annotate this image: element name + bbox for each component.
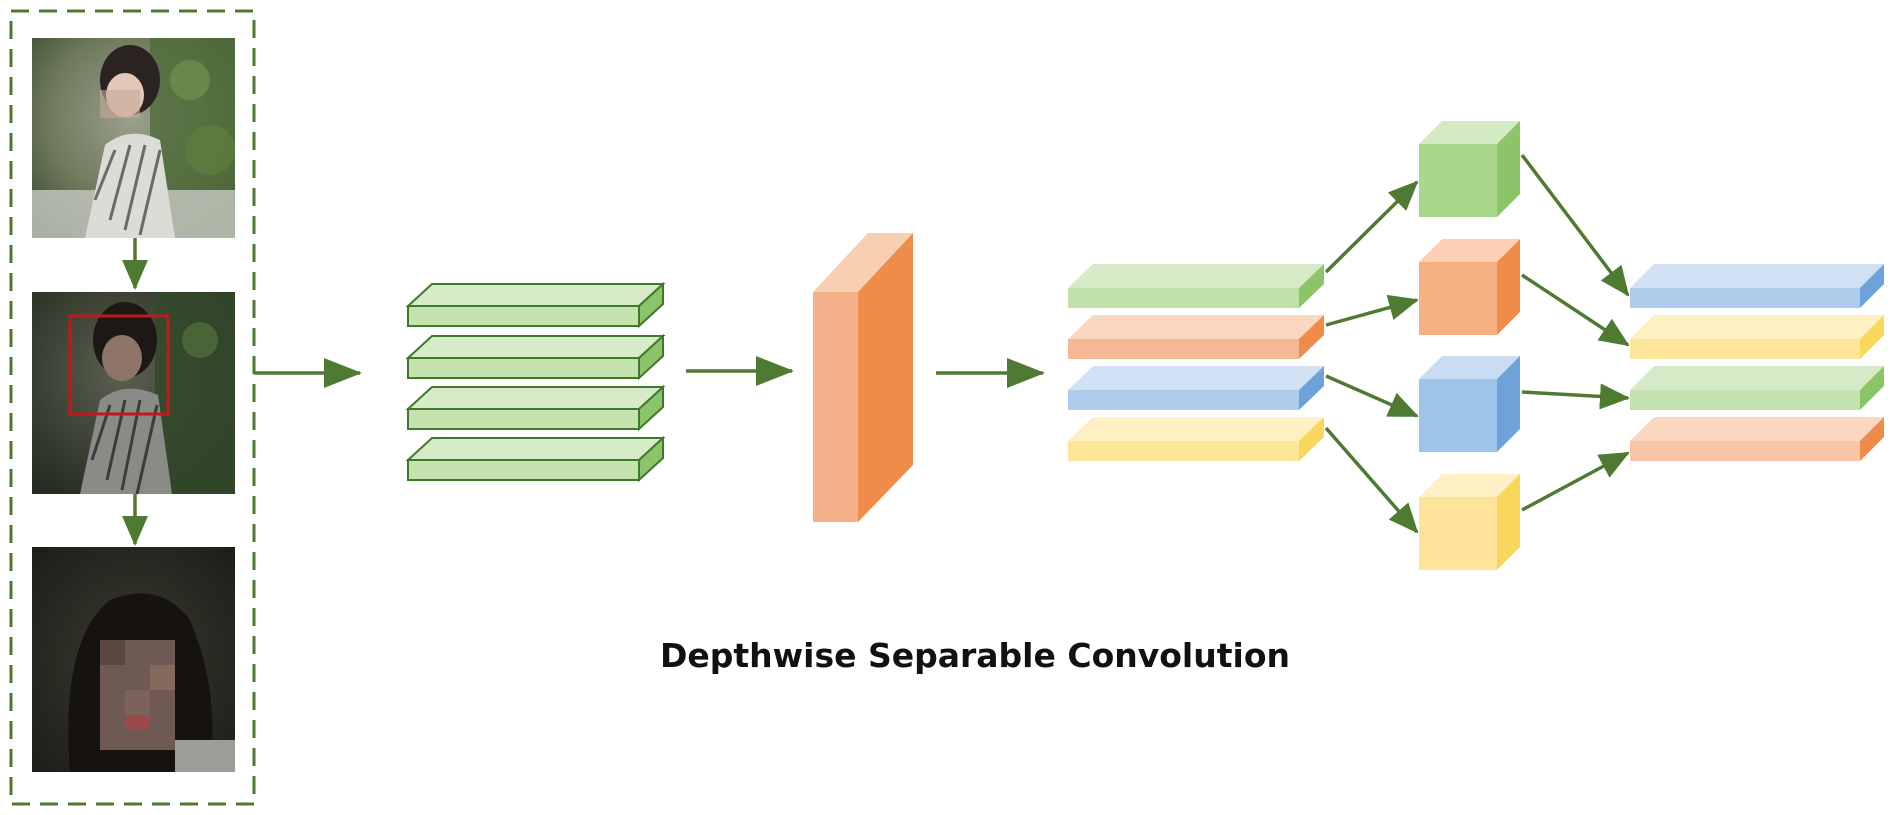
- output-feature-slabs: [1630, 264, 1884, 461]
- kernel-cube-blue: [1419, 356, 1520, 452]
- arrow-right-icon: [1521, 383, 1630, 410]
- pointwise-kernel-cubes: [1419, 121, 1520, 570]
- arrow-right-icon: [1520, 153, 1630, 297]
- input-slab: [405, 384, 666, 432]
- input-feature-slabs: [405, 281, 666, 483]
- arrow-right-icon: [1325, 374, 1419, 418]
- middle-slab-yellow: [1068, 417, 1324, 461]
- input-frame-dashed-border: [9, 9, 256, 806]
- input-slab: [405, 333, 666, 381]
- face-box-icon: [68, 314, 170, 416]
- arrow-right-icon: [1521, 273, 1630, 347]
- output-slab-green: [1630, 366, 1884, 410]
- arrow-right-icon: [1324, 426, 1419, 534]
- middle-slab-blue: [1068, 366, 1324, 410]
- kernel-cube-yellow: [1419, 474, 1520, 570]
- face-detection-photo: [32, 292, 235, 495]
- kernel-cube-orange: [1419, 239, 1520, 335]
- cube-to-output-arrows: [1520, 153, 1630, 512]
- input-slab: [405, 435, 666, 483]
- input-slab: [405, 281, 666, 329]
- slab-to-cube-arrows: [1324, 180, 1419, 534]
- middle-feature-slabs: [1068, 264, 1324, 461]
- kernel-cube-green: [1419, 121, 1520, 217]
- output-slab-yellow: [1630, 315, 1884, 359]
- middle-slab-green: [1068, 264, 1324, 308]
- depthwise-filter-block: [813, 233, 913, 522]
- face-crop-photo: [32, 547, 235, 772]
- diagram-caption: Depthwise Separable Convolution: [660, 636, 1290, 675]
- arrow-right-icon: [1521, 451, 1630, 512]
- middle-slab-orange: [1068, 315, 1324, 359]
- output-slab-blue: [1630, 264, 1884, 308]
- arrow-right-icon: [1325, 294, 1419, 327]
- input-photo: [32, 38, 235, 238]
- output-slab-orange: [1630, 417, 1884, 461]
- arrow-right-icon: [1324, 180, 1419, 274]
